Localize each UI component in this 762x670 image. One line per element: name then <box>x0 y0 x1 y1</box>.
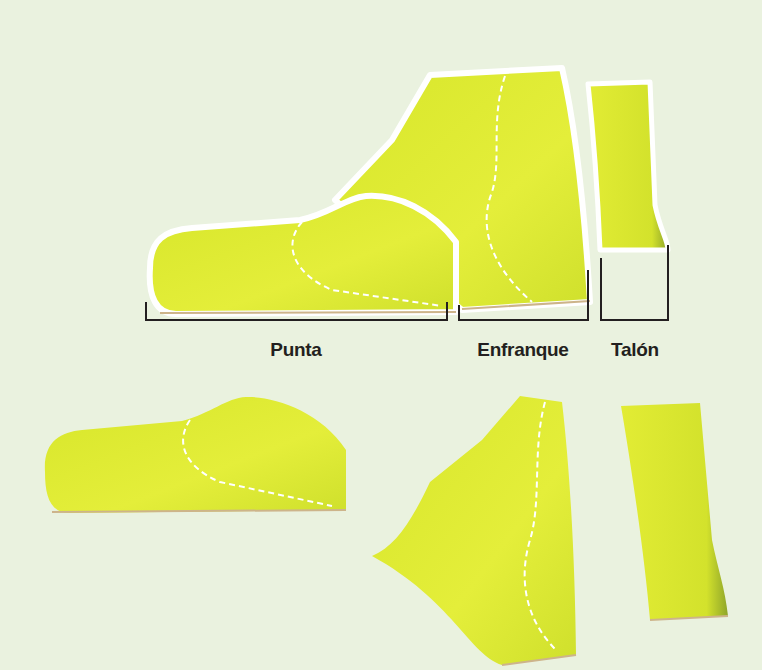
dashed-line <box>525 402 556 650</box>
toe-piece <box>150 196 456 314</box>
sole-edge <box>502 655 576 665</box>
sole-edge <box>650 616 728 620</box>
part-label: Punta <box>270 339 321 361</box>
sole-edge <box>160 301 590 313</box>
toe-piece <box>45 397 346 513</box>
bracket <box>146 302 447 320</box>
sole-edge <box>52 510 346 512</box>
waist-piece <box>372 396 576 665</box>
heel-piece <box>621 403 728 620</box>
bracket <box>601 245 668 320</box>
bracket <box>459 270 588 320</box>
heel-piece <box>588 82 668 250</box>
part-label: Talón <box>611 339 659 361</box>
dashed-line <box>487 76 532 302</box>
dashed-line <box>292 222 442 306</box>
dashed-line <box>183 420 332 506</box>
part-label: Enfranque <box>477 339 568 361</box>
